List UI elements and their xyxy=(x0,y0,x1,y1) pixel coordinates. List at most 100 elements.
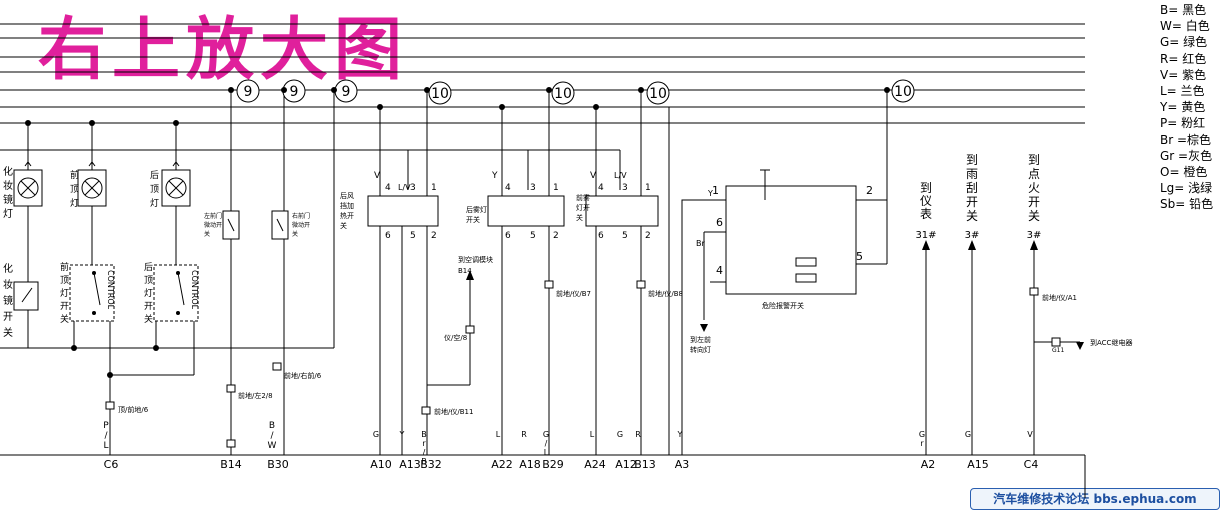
switch-label: 前 xyxy=(60,261,69,273)
switch-label: 后风 xyxy=(340,191,354,200)
junction-dot xyxy=(377,104,383,110)
switch-label: 妆 xyxy=(3,278,13,291)
junction-dot xyxy=(228,87,234,93)
pin-number: 4 xyxy=(716,264,723,277)
chevron-up-icon xyxy=(88,161,96,167)
connector-label: B32 xyxy=(420,458,442,471)
bus-number-badge xyxy=(646,81,670,105)
ground-point xyxy=(544,280,554,289)
forum-watermark[interactable]: 汽车维修技术论坛 bbs.ephua.com xyxy=(970,488,1220,510)
destination-label: 到空调模块 xyxy=(458,255,493,264)
legend-item: V= 紫色 xyxy=(1160,67,1207,82)
ground-label: 顶/前地/6 xyxy=(118,405,149,414)
connector-label: B13 xyxy=(634,458,656,471)
ground-label: 前地/左2/8 xyxy=(238,391,273,400)
wire-color-label: L xyxy=(590,430,595,439)
switch-label: 灯开 xyxy=(576,203,590,212)
arrow-down-icon xyxy=(700,324,708,332)
junction-dot xyxy=(173,120,179,126)
lamp-label: 后 xyxy=(150,170,159,181)
lamp-label: 顶 xyxy=(150,184,159,195)
junction-dot xyxy=(424,87,430,93)
switch-label: 关 xyxy=(60,313,69,325)
destination-label: 转向灯 xyxy=(690,345,711,354)
switch-label: 热开 xyxy=(340,211,354,220)
connector-label: A12 xyxy=(615,458,637,471)
color-legend: B= 黑色 W= 白色 G= 绿色 R= 红色 V= 紫色 L= 兰色 Y= 黄… xyxy=(1160,2,1224,212)
lamp-label: 灯 xyxy=(3,208,13,220)
pin-number: 6 xyxy=(598,231,604,241)
pin-number: 4 xyxy=(385,183,391,193)
ground-label: 前地/仪/B7 xyxy=(556,289,591,298)
destination-label: 火 xyxy=(1028,181,1040,195)
pin-label: Y xyxy=(491,171,498,181)
lamp-label: 灯 xyxy=(70,198,79,209)
switch-label: 化 xyxy=(3,262,13,275)
bus-number: 9 xyxy=(290,84,299,100)
switch-contact xyxy=(93,272,101,306)
switch-label: 顶 xyxy=(60,275,69,286)
lamp-cross xyxy=(84,180,100,196)
ground-label: 前地/仪/B11 xyxy=(434,407,473,416)
pin-label: Br xyxy=(696,239,705,248)
wire-color-label: B xyxy=(269,421,275,431)
junction-dot xyxy=(638,87,644,93)
pin-number: 1 xyxy=(431,183,437,193)
wire-color-label: L xyxy=(544,448,549,457)
destination-label: 到 xyxy=(966,153,978,167)
legend-item: O= 橙色 xyxy=(1160,164,1208,179)
junction-dot xyxy=(281,87,287,93)
switch-label: 危险报警开关 xyxy=(762,301,804,310)
lamp-label: 镜 xyxy=(3,193,13,206)
junction-dot xyxy=(89,120,95,126)
legend-item: Lg= 浅绿 xyxy=(1160,181,1213,196)
destination-label: 关 xyxy=(1028,209,1040,223)
pin-label: V xyxy=(374,171,381,181)
junction-dot xyxy=(884,87,890,93)
wire-color-label: G xyxy=(543,430,549,439)
destination-label: 3# xyxy=(965,230,980,241)
pin-number: 2 xyxy=(866,184,873,197)
hazard-switch xyxy=(725,185,857,295)
pin-number: 1 xyxy=(553,183,559,193)
resistor xyxy=(795,257,817,267)
junction-dot xyxy=(71,345,77,351)
dome-switch xyxy=(69,264,115,322)
switch-label: 灯 xyxy=(60,288,69,299)
wire-color-label: R xyxy=(521,430,527,439)
connector-label: C4 xyxy=(1024,458,1039,471)
wire-color-label: G xyxy=(919,430,925,439)
wire-color-label: W xyxy=(268,441,277,451)
legend-item: Br =棕色 xyxy=(1160,132,1212,147)
destination-label: 开 xyxy=(1028,195,1040,209)
wire-color-label: / xyxy=(104,431,108,441)
ground-point xyxy=(226,384,236,393)
door-label: 关 xyxy=(292,230,298,238)
wire-color-label: r xyxy=(920,439,924,448)
wire-color-label: G xyxy=(617,430,623,439)
rear-fog-switch xyxy=(487,195,565,227)
destination-label: 3# xyxy=(1027,230,1042,241)
chevron-up-icon xyxy=(172,161,180,167)
wire-color-label: G xyxy=(373,430,379,439)
wire-color-label: / xyxy=(423,448,426,457)
destination-label: 刮 xyxy=(966,181,978,195)
pin-number: 5 xyxy=(530,231,536,241)
pin-number: 2 xyxy=(553,231,559,241)
pin-number: 3 xyxy=(622,183,628,193)
connector-label: C6 xyxy=(104,458,119,471)
switch-contact xyxy=(21,287,33,303)
lamp-cross xyxy=(20,180,36,196)
wire-color-label: L xyxy=(496,430,501,439)
legend-item: W= 白色 xyxy=(1160,19,1210,34)
door-label: 右前门 xyxy=(292,212,310,220)
lamp-label: 妆 xyxy=(3,179,13,192)
pin-label: L/V xyxy=(614,171,627,180)
ground-point xyxy=(1029,287,1039,296)
junction-dot xyxy=(107,372,113,378)
connector-label: A2 xyxy=(921,458,936,471)
legend-item: L= 兰色 xyxy=(1160,83,1205,98)
destination-label: 到ACC继电器 xyxy=(1090,338,1132,347)
